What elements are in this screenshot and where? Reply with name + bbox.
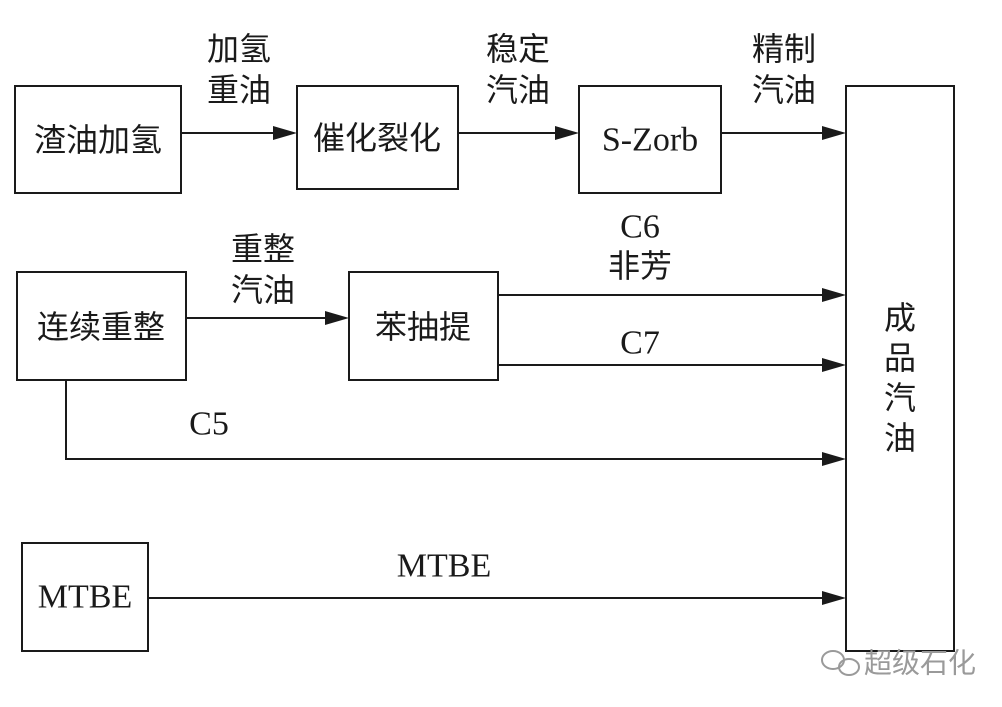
node-residue-hydrotreating-label: 渣油加氢 [34, 121, 162, 159]
watermark: 超级石化 [821, 647, 976, 680]
edge-label-mtbe: MTBE [397, 548, 491, 585]
edge-label-reformed-gasoline-line2: 汽油 [231, 271, 295, 309]
arrow-c6-to-product [498, 288, 846, 302]
node-benzene-extraction: 苯抽提 [348, 271, 499, 381]
arrowhead [822, 358, 846, 372]
edge-label-c5: C5 [189, 406, 229, 443]
arrow-c7-to-product [498, 358, 846, 372]
node-finished-gasoline: 成 品 汽 油 [845, 85, 955, 652]
edge-label-reformed-gasoline-line1: 重整 [231, 230, 295, 268]
edge-label-c6-line2: 非芳 [608, 247, 672, 285]
edge-label-refined-gasoline-line2: 汽油 [752, 71, 816, 109]
arrowhead [325, 311, 349, 325]
arrowhead [822, 591, 846, 605]
node-finished-gasoline-label-char-3: 汽 [884, 379, 916, 417]
arrowhead [822, 452, 846, 466]
node-finished-gasoline-label-char-1: 成 [884, 299, 916, 337]
node-continuous-reforming-label: 连续重整 [37, 308, 165, 346]
node-catalytic-cracking: 催化裂化 [296, 85, 459, 190]
node-finished-gasoline-label-char-2: 品 [884, 339, 916, 377]
edge-label-refined-gasoline-line1: 精制 [752, 30, 816, 68]
arrowhead [822, 288, 846, 302]
arrow-fcc-to-szorb [458, 126, 579, 140]
arrowhead [822, 126, 846, 140]
node-catalytic-cracking-label: 催化裂化 [313, 119, 441, 157]
node-s-zorb: S-Zorb [578, 85, 722, 194]
arrow-szorb-to-product [721, 126, 846, 140]
edge-label-hydro-heavy-oil-line1: 加氢 [207, 30, 271, 68]
arrowhead [555, 126, 579, 140]
arrow-reforming-to-extraction [186, 311, 349, 325]
edge-label-stable-gasoline-line1: 稳定 [486, 30, 550, 68]
node-benzene-extraction-label: 苯抽提 [375, 308, 471, 346]
node-s-zorb-label: S-Zorb [602, 122, 698, 159]
watermark-text: 超级石化 [864, 647, 976, 680]
node-residue-hydrotreating: 渣油加氢 [14, 85, 182, 194]
node-continuous-reforming: 连续重整 [16, 271, 187, 381]
node-mtbe: MTBE [21, 542, 149, 652]
arrow-hydro-to-fcc [181, 126, 297, 140]
wechat-icon [821, 650, 860, 676]
edge-label-c7: C7 [620, 325, 660, 362]
arrow-mtbe-to-product [148, 591, 846, 605]
arrowhead [273, 126, 297, 140]
node-finished-gasoline-label-char-4: 油 [884, 419, 916, 457]
edge-label-c6-line1: C6 [620, 209, 660, 246]
edge-label-hydro-heavy-oil-line2: 重油 [207, 71, 271, 109]
node-mtbe-label: MTBE [38, 579, 132, 616]
edge-label-stable-gasoline-line2: 汽油 [486, 71, 550, 109]
arrow-c5-to-product [65, 380, 846, 466]
